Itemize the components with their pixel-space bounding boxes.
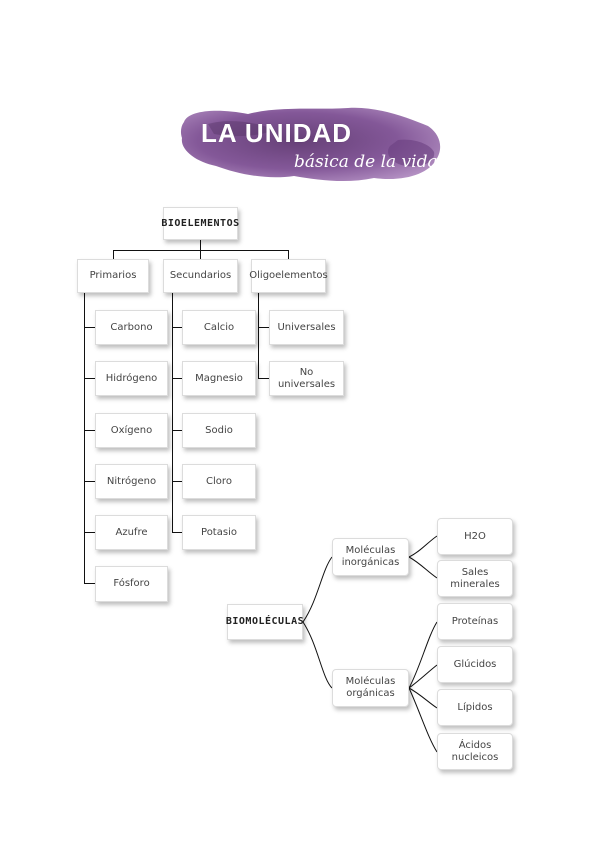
connector-root-down <box>200 240 201 250</box>
connector-branch <box>172 430 182 431</box>
connector-branch <box>172 327 182 328</box>
connector-branch <box>258 327 269 328</box>
molecule-proteinas: Proteínas <box>437 603 513 640</box>
connector-primarios <box>113 250 114 259</box>
element-cloro: Cloro <box>182 464 256 499</box>
element-sodio: Sodio <box>182 413 256 448</box>
connector-secundarios-spine <box>172 293 173 532</box>
connector-secundarios <box>200 250 201 259</box>
connector-branch <box>172 378 182 379</box>
category-moleculas-inorganicas: Moléculas inorgánicas <box>332 538 409 576</box>
connector-branch <box>172 481 182 482</box>
category-moleculas-organicas: Moléculas orgánicas <box>332 669 409 707</box>
connector-branch <box>258 378 269 379</box>
connector-branch <box>84 481 95 482</box>
element-hidrogeno: Hidrógeno <box>95 361 168 396</box>
category-oligoelementos: Oligoelementos <box>249 259 328 293</box>
element-potasio: Potasio <box>182 515 256 550</box>
element-universales: Universales <box>269 310 344 345</box>
connector-branch <box>84 378 95 379</box>
connector-primarios-spine <box>84 293 85 583</box>
element-no-universales: No universales <box>269 361 344 396</box>
molecule-glucidos: Glúcidos <box>437 646 513 683</box>
category-primarios: Primarios <box>77 259 149 293</box>
element-azufre: Azufre <box>95 515 168 550</box>
watercolor-blob-icon <box>180 107 441 182</box>
molecule-lipidos: Lípidos <box>437 689 513 726</box>
molecule-acidos-nucleicos: Ácidos nucleicos <box>437 733 513 770</box>
page-title: LA UNIDAD <box>201 118 353 148</box>
connector-horizontal <box>113 250 289 251</box>
category-secundarios: Secundarios <box>163 259 238 293</box>
molecule-h2o: H2O <box>437 518 513 555</box>
connector-branch <box>84 430 95 431</box>
connector-branch <box>172 532 182 533</box>
element-fosforo: Fósforo <box>95 566 168 602</box>
connector-branch <box>84 327 95 328</box>
connector-branch <box>84 583 95 584</box>
page-subtitle: básica de la vida <box>294 152 438 172</box>
connector-oligo-spine <box>258 293 259 379</box>
element-nitrogeno: Nitrógeno <box>95 464 168 499</box>
molecule-sales-minerales: Sales minerales <box>437 560 513 597</box>
element-oxigeno: Oxígeno <box>95 413 168 448</box>
element-calcio: Calcio <box>182 310 256 345</box>
connector-oligoelementos <box>288 250 289 259</box>
element-carbono: Carbono <box>95 310 168 345</box>
connector-branch <box>84 532 95 533</box>
title-banner: LA UNIDAD básica de la vida <box>178 104 446 186</box>
element-magnesio: Magnesio <box>182 361 256 396</box>
bioelementos-root: BIOELEMENTOS <box>161 207 239 240</box>
biomoleculas-root: BIOMOLÉCULAS <box>226 604 304 640</box>
